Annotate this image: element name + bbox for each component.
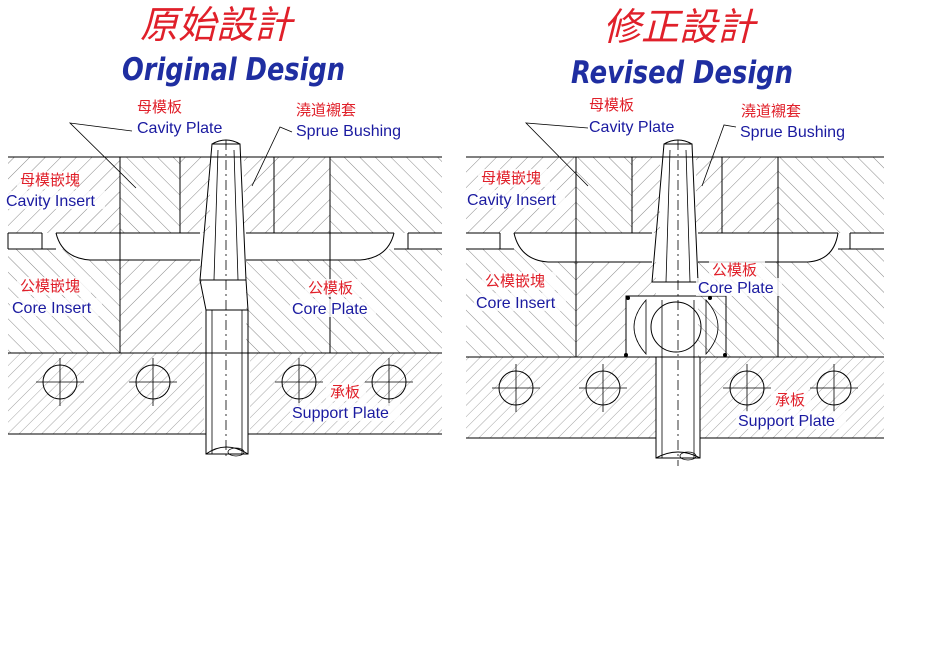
original-bolt-holes <box>36 358 413 406</box>
original-core-plate-label-en: Core Plate <box>292 301 368 318</box>
original-design-panel: 原始設計 Original Design <box>5 3 442 460</box>
original-sprue-bushing <box>199 139 249 460</box>
original-cavity-plate-label-cn: 母模板 <box>137 98 182 116</box>
original-support-plate-label-en: Support Plate <box>292 405 389 422</box>
original-core-plate-label-cn: 公模板 <box>308 279 353 297</box>
original-title-en: Original Design <box>122 52 345 88</box>
revised-leader-lines <box>524 122 737 187</box>
revised-cavity-insert-label-en: Cavity Insert <box>467 192 556 209</box>
revised-bolt-holes <box>492 364 858 412</box>
revised-core-plate-label-cn: 公模板 <box>712 261 757 279</box>
revised-sprue-bushing-label-cn: 澆道襯套 <box>741 102 801 120</box>
revised-support-plate-label-en: Support Plate <box>738 413 835 430</box>
revised-plate-outlines <box>466 156 884 439</box>
original-sprue-bushing-label-cn: 澆道襯套 <box>296 101 356 119</box>
revised-title-en: Revised Design <box>571 55 793 91</box>
original-plate-outlines <box>7 156 442 435</box>
original-sprue-bushing-label-en: Sprue Bushing <box>296 123 401 140</box>
revised-title-cn: 修正設計 <box>603 5 758 49</box>
revised-support-plate-section <box>466 357 884 438</box>
revised-support-plate-label-cn: 承板 <box>775 391 805 409</box>
original-cavity-plate-section <box>8 157 442 233</box>
original-title-cn: 原始設計 <box>140 3 295 47</box>
original-support-plate-label-cn: 承板 <box>330 383 360 401</box>
original-core-insert-label-en: Core Insert <box>12 300 92 317</box>
original-cavity-plate-label-en: Cavity Plate <box>137 120 222 137</box>
revised-sprue-bushing <box>651 139 701 466</box>
revised-core-insert-label-cn: 公模嵌塊 <box>485 272 545 290</box>
original-cavity-insert-label-cn: 母模嵌塊 <box>20 171 80 189</box>
revised-cavity-insert-label-cn: 母模嵌塊 <box>481 169 541 187</box>
revised-cavity-plate-label-en: Cavity Plate <box>589 119 674 136</box>
original-core-plate-section <box>8 249 442 353</box>
revised-cavity-plate-label-cn: 母模板 <box>589 96 634 114</box>
revised-sprue-bushing-label-en: Sprue Bushing <box>740 124 845 141</box>
revised-design-panel: 修正設計 Revised Design <box>465 5 884 466</box>
original-cavity-insert-label-en: Cavity Insert <box>6 193 95 210</box>
original-leader-lines <box>68 122 293 189</box>
revised-core-insert-label-en: Core Insert <box>476 295 556 312</box>
original-core-insert-label-cn: 公模嵌塊 <box>20 277 80 295</box>
revised-core-plate-label-en: Core Plate <box>698 280 774 297</box>
